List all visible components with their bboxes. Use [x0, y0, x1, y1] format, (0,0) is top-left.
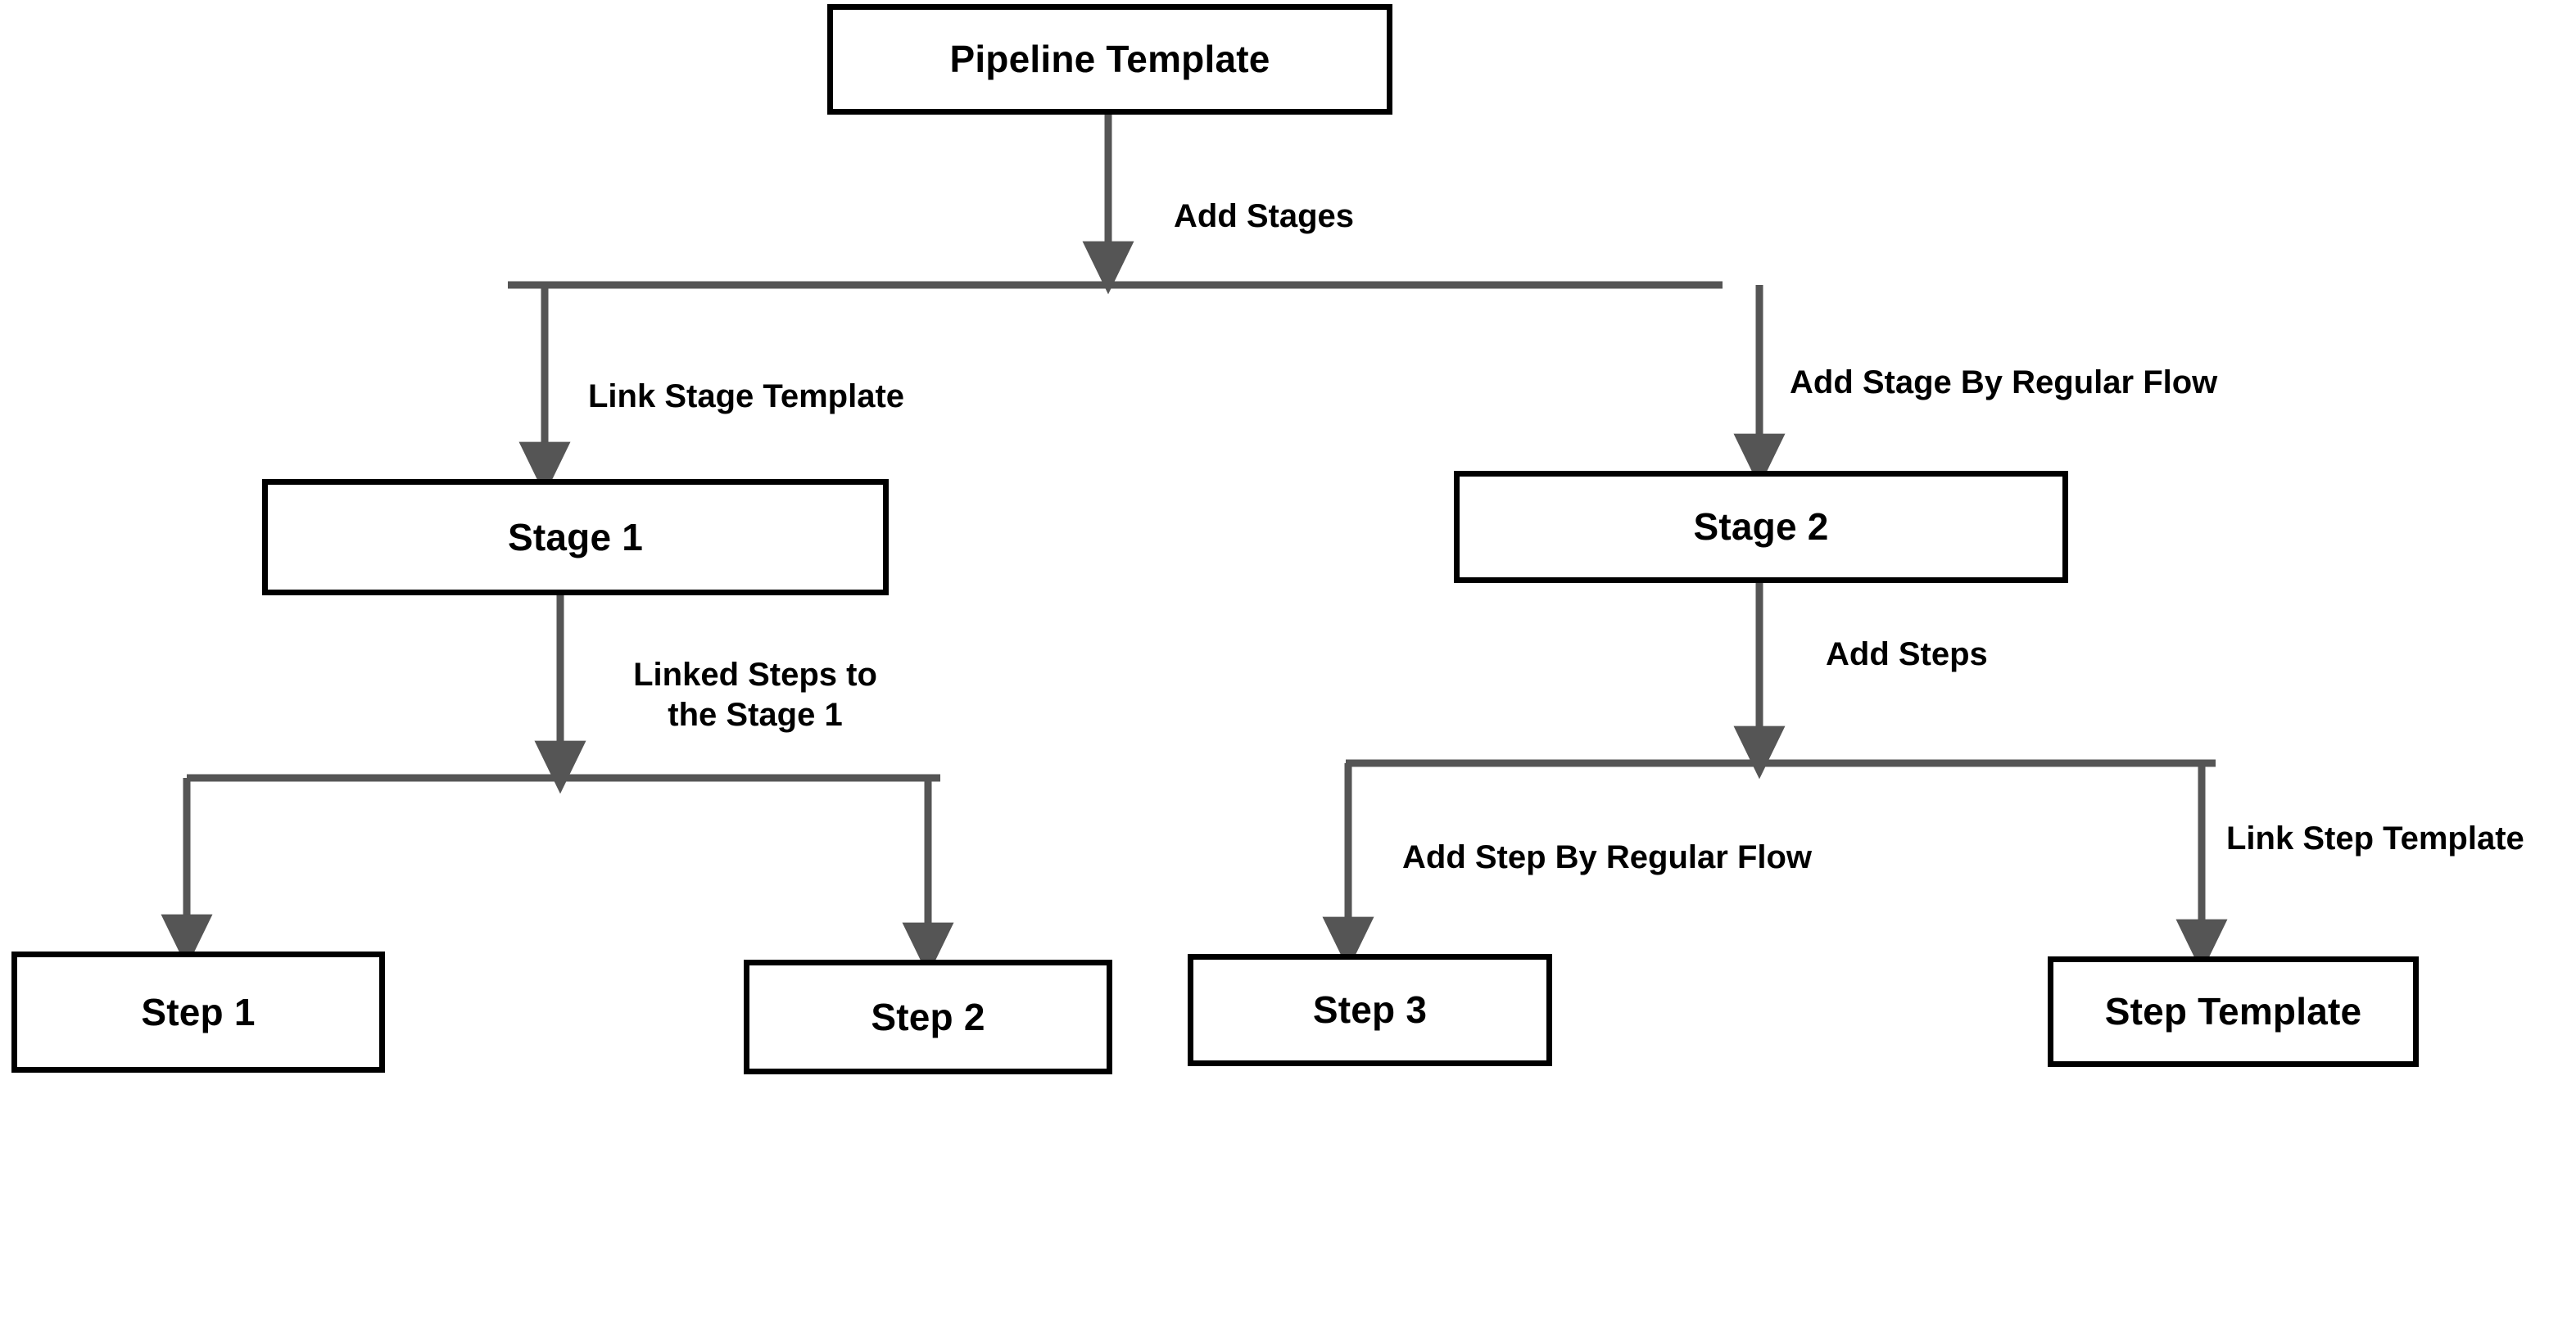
- edge-label-add-step-by-regular-flow: Add Step By Regular Flow: [1402, 839, 1813, 875]
- edge-label-link-stage-template: Link Stage Template: [588, 378, 905, 414]
- node-stage-2-label: Stage 2: [1693, 505, 1829, 549]
- edge-stage-1-to-step-split: [187, 595, 940, 794]
- node-pipeline-template-label: Pipeline Template: [949, 38, 1270, 81]
- edge-label-link-step-template: Link Step Template: [2226, 820, 2524, 857]
- edge-stage-2-to-step-split: [1346, 583, 2216, 780]
- node-step-3-label: Step 3: [1312, 988, 1428, 1032]
- edge-label-add-stages: Add Stages: [1174, 198, 1355, 234]
- edge-label-add-stage-by-regular-flow: Add Stage By Regular Flow: [1790, 364, 2218, 400]
- node-pipeline-template[interactable]: Pipeline Template: [827, 4, 1392, 115]
- node-step-template[interactable]: Step Template: [2048, 956, 2419, 1067]
- node-step-2[interactable]: Step 2: [744, 960, 1112, 1074]
- node-step-3[interactable]: Step 3: [1188, 954, 1552, 1066]
- node-stage-2[interactable]: Stage 2: [1454, 471, 2068, 583]
- node-stage-1[interactable]: Stage 1: [262, 479, 889, 595]
- edge-label-linked-steps-to-the-stage-1: Linked Steps to the Stage 1: [633, 657, 877, 733]
- node-step-1-label: Step 1: [141, 990, 256, 1033]
- edge-pipeline-to-stage-split: [508, 115, 1723, 295]
- edge-label-add-steps: Add Steps: [1826, 636, 1988, 672]
- node-step-template-label: Step Template: [2104, 990, 2362, 1033]
- node-stage-1-label: Stage 1: [507, 515, 644, 558]
- node-step-1[interactable]: Step 1: [11, 952, 385, 1073]
- node-step-2-label: Step 2: [871, 995, 985, 1038]
